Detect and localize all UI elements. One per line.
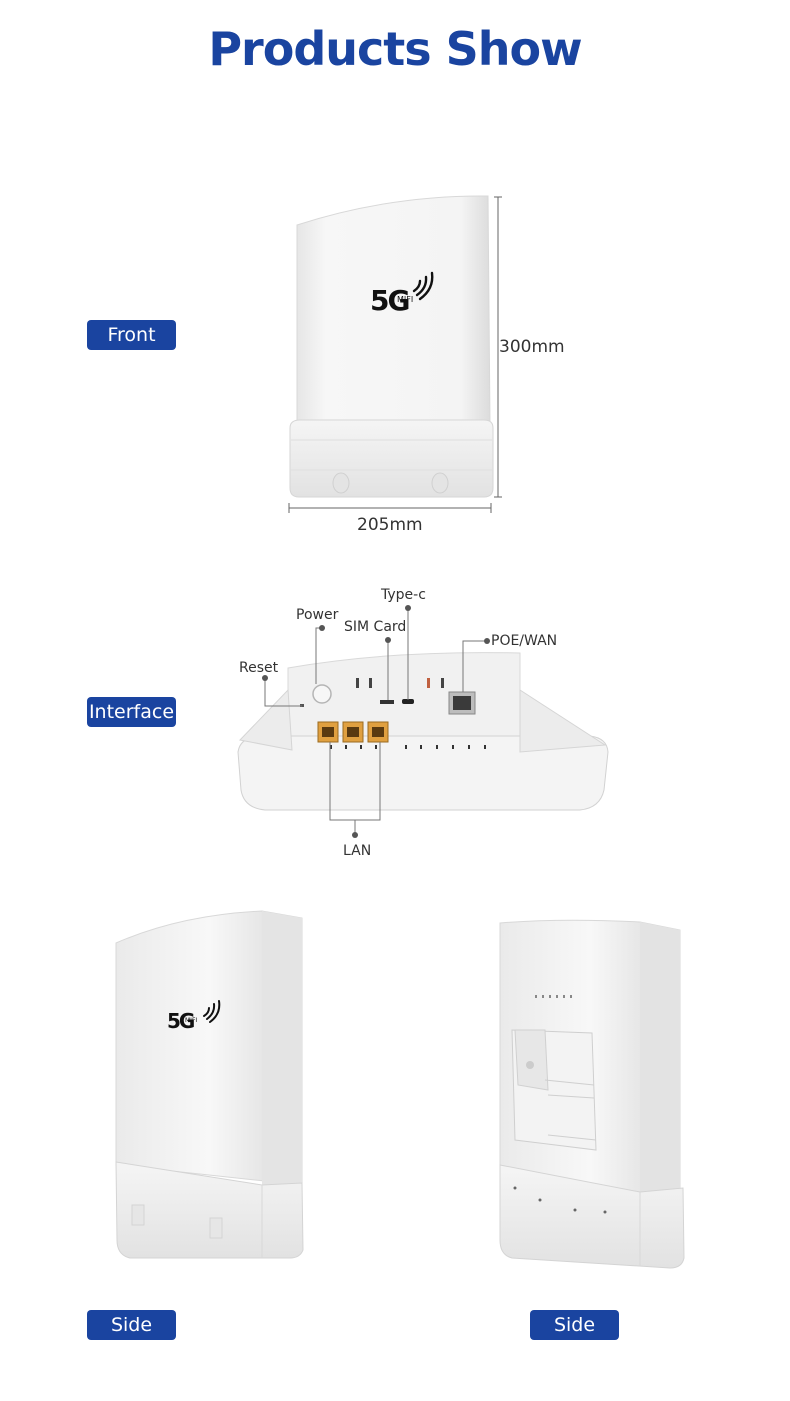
type-c-label: Type-c bbox=[381, 587, 426, 603]
type-c-port bbox=[402, 699, 414, 704]
mounting-bracket bbox=[511, 1029, 597, 1151]
front-vent-right bbox=[431, 472, 449, 494]
front-body bbox=[296, 195, 491, 426]
width-label: 205mm bbox=[357, 515, 423, 535]
front-logo-sub: MIFI bbox=[397, 295, 414, 304]
side-left-body bbox=[115, 910, 303, 1186]
interface-badge: Interface bbox=[87, 697, 176, 727]
sim-card-label: SIM Card bbox=[344, 619, 407, 635]
side-left-badge: Side bbox=[87, 1310, 176, 1340]
front-logo-5g: 5G bbox=[370, 284, 410, 317]
front-badge: Front bbox=[87, 320, 176, 350]
power-label: Power bbox=[296, 607, 339, 623]
page-title: Products Show bbox=[208, 22, 582, 76]
sim-slot bbox=[380, 700, 394, 704]
signal-icon bbox=[412, 271, 434, 301]
lan-ports bbox=[317, 721, 389, 743]
side-left-logo-5g: 5G bbox=[167, 1009, 195, 1033]
side-left-signal-icon bbox=[203, 1000, 221, 1023]
side-left-logo-sub: MIFI bbox=[185, 1017, 198, 1024]
side-left-base bbox=[115, 1161, 304, 1259]
side-right-badge: Side bbox=[530, 1310, 619, 1340]
lan-label: LAN bbox=[343, 843, 372, 859]
front-vent-left bbox=[332, 472, 350, 494]
side-right-base bbox=[499, 1164, 685, 1269]
reset-label: Reset bbox=[239, 660, 279, 676]
power-button bbox=[312, 684, 332, 704]
poe-wan-label: POE/WAN bbox=[491, 633, 558, 649]
height-label: 300mm bbox=[499, 337, 565, 357]
